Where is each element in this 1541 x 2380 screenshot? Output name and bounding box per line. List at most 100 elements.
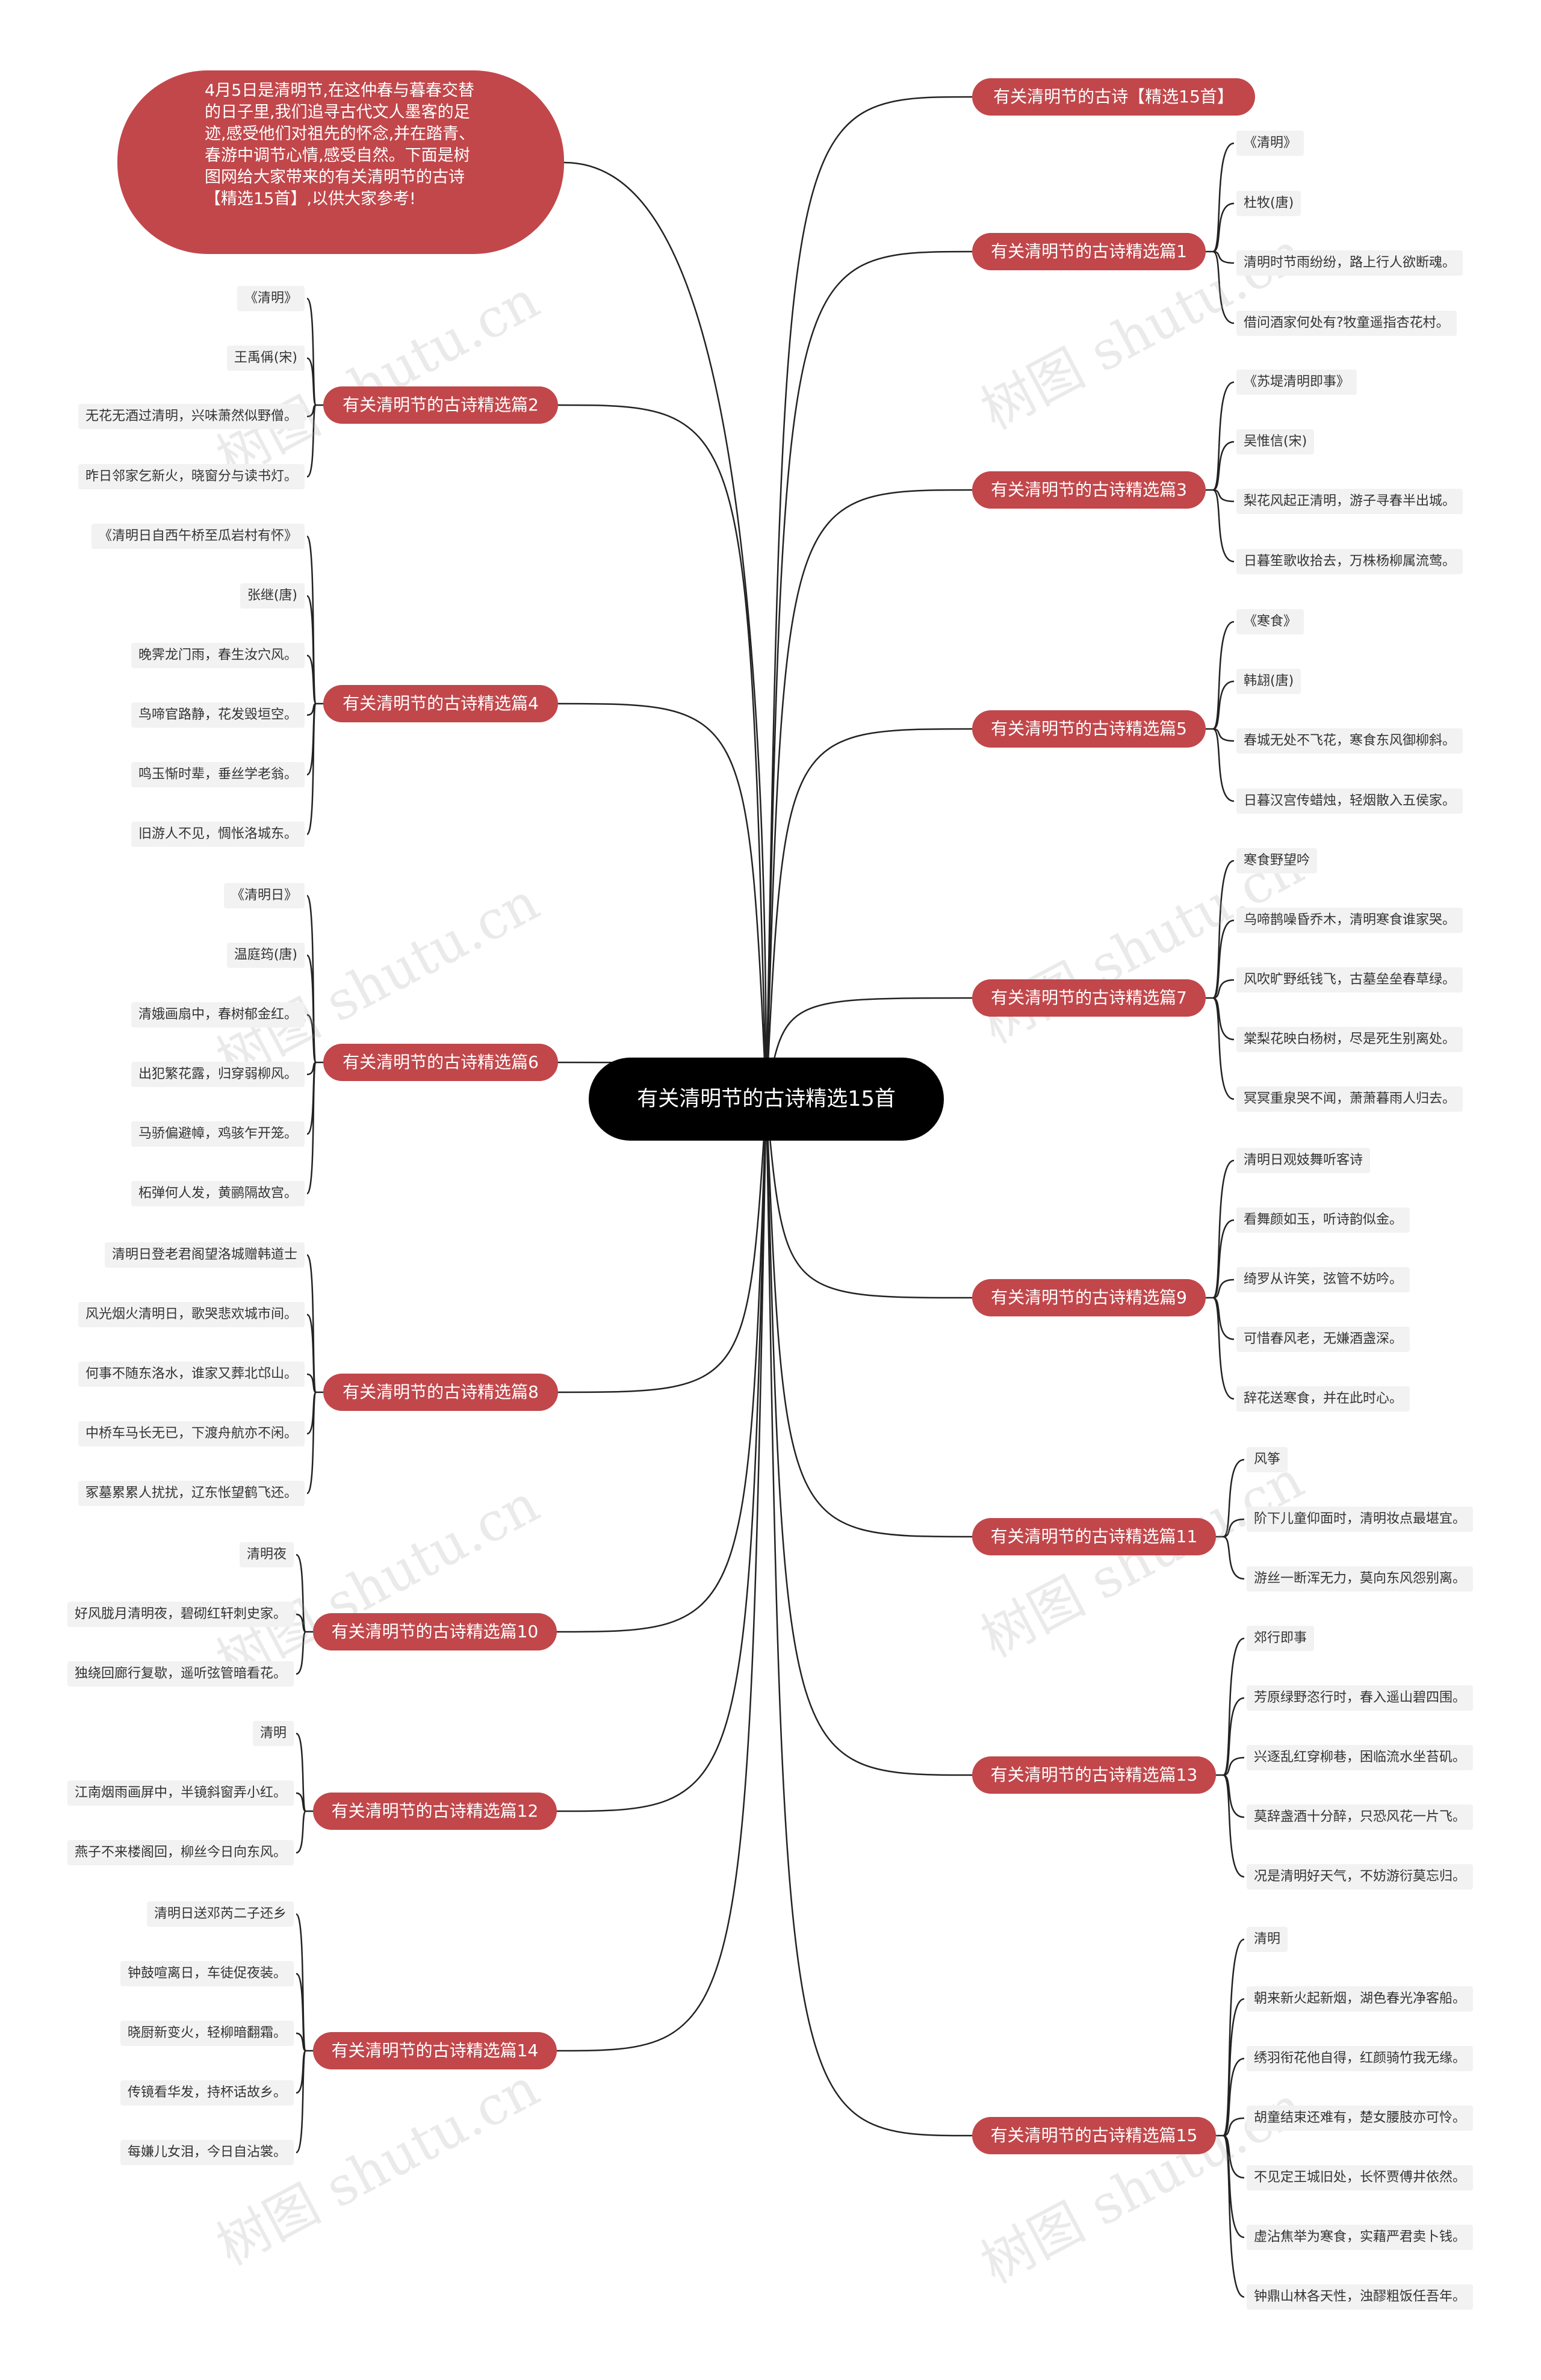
branch-node-15[interactable]: 有关清明节的古诗精选篇15 (972, 2117, 1216, 2154)
leaf-text[interactable]: 芳原绿野恣行时，春入遥山碧四围。 (1247, 1685, 1474, 1711)
leaf-text[interactable]: 柘弹何人发，黄鹂隔故宫。 (131, 1181, 305, 1206)
leaf-text[interactable]: 梨花风起正清明，游子寻春半出城。 (1236, 489, 1463, 514)
branch-node-1[interactable]: 有关清明节的古诗精选篇1 (972, 233, 1206, 270)
leaf-text[interactable]: 可惜春风老，无嫌酒盏深。 (1236, 1327, 1410, 1352)
leaf-text[interactable]: 清明时节雨纷纷，路上行人欲断魂。 (1236, 250, 1463, 276)
connector-leaf (295, 2050, 307, 2154)
leaf-text[interactable]: 看舞颜如玉，听诗韵似金。 (1236, 1207, 1410, 1233)
leaf-text[interactable]: 昨日邻家乞新火，晓窗分与读书灯。 (78, 464, 305, 489)
leaf-text[interactable]: 温庭筠(唐) (226, 943, 305, 968)
leaf-text[interactable]: 郊行即事 (1247, 1626, 1315, 1651)
leaf-text[interactable]: 韩翃(唐) (1236, 669, 1301, 694)
leaf-text[interactable]: 风吹旷野纸钱飞，古墓垒垒春草绿。 (1236, 967, 1463, 993)
leaf-text[interactable]: 寒食野望吟 (1236, 848, 1318, 873)
branch-node-6[interactable]: 有关清明节的古诗精选篇6 (323, 1044, 558, 1081)
leaf-text[interactable]: 清明日送邓芮二子还乡 (146, 1901, 294, 1927)
leaf-text[interactable]: 钟鼓喧离日，车徒促夜装。 (120, 1961, 294, 1986)
branch-node-7[interactable]: 有关清明节的古诗精选篇7 (972, 979, 1206, 1017)
leaf-text[interactable]: 游丝一断浑无力，莫向东风怨别离。 (1247, 1566, 1474, 1591)
leaf-text[interactable]: 莫辞盏酒十分醉，只恐风花一片飞。 (1247, 1805, 1474, 1830)
connector-leaf (296, 1972, 307, 2052)
leaf-text[interactable]: 春城无处不飞花，寒食东风御柳斜。 (1236, 728, 1463, 754)
leaf-text[interactable]: 辞花送寒食，并在此时心。 (1236, 1386, 1410, 1412)
leaf-text[interactable]: 绮罗从许笑，弦管不妨吟。 (1236, 1267, 1410, 1292)
connector-leaf (1212, 680, 1235, 730)
leaf-text[interactable]: 日暮汉宫传蜡烛，轻烟散入五侯家。 (1236, 789, 1463, 814)
leaf-text[interactable]: 《清明日自西午桥至瓜岩村有怀》 (91, 524, 305, 549)
leaf-text[interactable]: 借问酒家何处有?牧童遥指杏花村。 (1236, 311, 1457, 336)
leaf-text[interactable]: 《清明日》 (223, 883, 305, 908)
leaf-text[interactable]: 吴惟信(宋) (1236, 429, 1315, 454)
leaf-text[interactable]: 独绕回廊行复歇，遥听弦管暗看花。 (67, 1661, 294, 1687)
leaf-text[interactable]: 乌啼鹊噪昏乔木，清明寒食谁家哭。 (1236, 908, 1463, 933)
connector-branch-10 (556, 1099, 767, 1633)
branch-node-3[interactable]: 有关清明节的古诗精选篇3 (972, 471, 1206, 509)
leaf-text[interactable]: 《苏堤清明即事》 (1236, 370, 1357, 395)
leaf-text[interactable]: 虚沾焦举为寒食，实藉严君卖卜钱。 (1247, 2225, 1474, 2250)
connector-leaf (1212, 1159, 1235, 1299)
leaf-text[interactable]: 每嫌儿女泪，今日自沾裳。 (120, 2140, 294, 2165)
branch-node-2[interactable]: 有关清明节的古诗精选篇2 (323, 386, 558, 424)
leaf-text[interactable]: 清明夜 (239, 1542, 294, 1567)
connector-leaf (306, 954, 317, 1064)
leaf-text[interactable]: 何事不随东洛水，谁家又葬北邙山。 (78, 1362, 305, 1387)
leaf-text[interactable]: 好风胧月清明夜，碧砌红轩刺史家。 (67, 1602, 294, 1627)
branch-node-0[interactable]: 有关清明节的古诗【精选15首】 (972, 78, 1255, 116)
connector-leaf (296, 1732, 307, 1812)
connector-branch-12 (556, 1099, 767, 1812)
leaf-text[interactable]: 清明 (252, 1721, 294, 1746)
leaf-text[interactable]: 《清明》 (1236, 131, 1304, 156)
leaf-text[interactable]: 鸣玉惭时辈，垂丝学老翁。 (131, 762, 305, 787)
leaf-text[interactable]: 钟鼎山林各天性，浊醪粗饭任吾年。 (1247, 2284, 1474, 2310)
leaf-text[interactable]: 晓厨新变火，轻柳暗翻霜。 (120, 2021, 294, 2046)
leaf-text[interactable]: 无花无酒过清明，兴味萧然似野僧。 (78, 404, 305, 429)
leaf-text[interactable]: 兴逐乱红穿柳巷，困临流水坐苔矶。 (1247, 1745, 1474, 1770)
leaf-text[interactable]: 风筝 (1247, 1447, 1288, 1472)
branch-node-4[interactable]: 有关清明节的古诗精选篇4 (323, 685, 558, 722)
leaf-text[interactable]: 马骄偏避幛，鸡骇乍开笼。 (131, 1121, 305, 1147)
leaf-text[interactable]: 阶下儿童仰面时，清明妆点最堪宜。 (1247, 1507, 1474, 1532)
connector-leaf (1223, 1458, 1245, 1538)
leaf-text[interactable]: 清明 (1247, 1927, 1288, 1952)
leaf-text[interactable]: 绣羽衔花他自得，红颜骑竹我无缘。 (1247, 2046, 1474, 2071)
branch-node-14[interactable]: 有关清明节的古诗精选篇14 (313, 2032, 557, 2069)
leaf-text[interactable]: 中桥车马长无已，下渡舟航亦不闲。 (78, 1421, 305, 1446)
leaf-text[interactable]: 燕子不来楼阁回，柳丝今日向东风。 (67, 1840, 294, 1865)
leaf-text[interactable]: 江南烟雨画屏中，半镜斜窗弄小红。 (67, 1780, 294, 1806)
connector-leaf (296, 1554, 307, 1633)
leaf-text[interactable]: 清娥画扇中，春树郁金红。 (131, 1002, 305, 1027)
leaf-text[interactable]: 王禹偁(宋) (226, 346, 305, 371)
leaf-text[interactable]: 清明日观妓舞听客诗 (1236, 1148, 1371, 1173)
leaf-text[interactable]: 不见定王城旧处，长怀贾傅井依然。 (1247, 2165, 1474, 2190)
leaf-text[interactable]: 冥冥重泉哭不闻，萧萧暮雨人归去。 (1236, 1086, 1463, 1112)
leaf-text[interactable]: 张继(唐) (240, 583, 305, 609)
leaf-text[interactable]: 冢墓累累人扰扰，辽东怅望鹤飞还。 (78, 1481, 305, 1506)
leaf-text[interactable]: 鸟啼官路静，花发毁垣空。 (131, 702, 305, 728)
leaf-text[interactable]: 晚霁龙门雨，春生汝穴风。 (131, 643, 305, 668)
root-topic[interactable]: 有关清明节的古诗精选15首 (589, 1058, 944, 1141)
leaf-text[interactable]: 日暮笙歌收拾去，万株杨柳属流莺。 (1236, 549, 1463, 574)
leaf-text[interactable]: 传镜看华发，持杯话故乡。 (120, 2080, 294, 2106)
branch-node-5[interactable]: 有关清明节的古诗精选篇5 (972, 710, 1206, 748)
connector-leaf (1212, 919, 1235, 999)
leaf-text[interactable]: 杜牧(唐) (1236, 191, 1301, 216)
leaf-text[interactable]: 清明日登老君阁望洛城赠韩道士 (104, 1242, 305, 1268)
connector-branch-15 (765, 1099, 973, 2137)
leaf-text[interactable]: 况是清明好天气，不妨游衍莫忘归。 (1247, 1864, 1474, 1889)
connector-leaf (1212, 979, 1235, 999)
leaf-text[interactable]: 《寒食》 (1236, 609, 1304, 634)
leaf-text[interactable]: 《清明》 (237, 286, 305, 311)
branch-node-9[interactable]: 有关清明节的古诗精选篇9 (972, 1279, 1206, 1316)
branch-node-12[interactable]: 有关清明节的古诗精选篇12 (313, 1793, 557, 1830)
leaf-text[interactable]: 朝来新火起新烟，湖色春光净客船。 (1247, 1986, 1474, 2012)
connector-leaf (1212, 381, 1235, 491)
branch-node-13[interactable]: 有关清明节的古诗精选篇13 (972, 1756, 1216, 1794)
leaf-text[interactable]: 胡童结束还难有，楚女腰肢亦可怜。 (1247, 2106, 1474, 2131)
leaf-text[interactable]: 棠梨花映白杨树，尽是死生别离处。 (1236, 1027, 1463, 1052)
leaf-text[interactable]: 风光烟火清明日，歌哭悲欢城市间。 (78, 1302, 305, 1327)
leaf-text[interactable]: 出犯繁花露，归穿弱柳风。 (131, 1062, 305, 1087)
branch-node-8[interactable]: 有关清明节的古诗精选篇8 (323, 1374, 558, 1411)
leaf-text[interactable]: 旧游人不见，惆怅洛城东。 (131, 822, 305, 847)
branch-node-11[interactable]: 有关清明节的古诗精选篇11 (972, 1518, 1216, 1555)
branch-node-10[interactable]: 有关清明节的古诗精选篇10 (313, 1613, 557, 1650)
